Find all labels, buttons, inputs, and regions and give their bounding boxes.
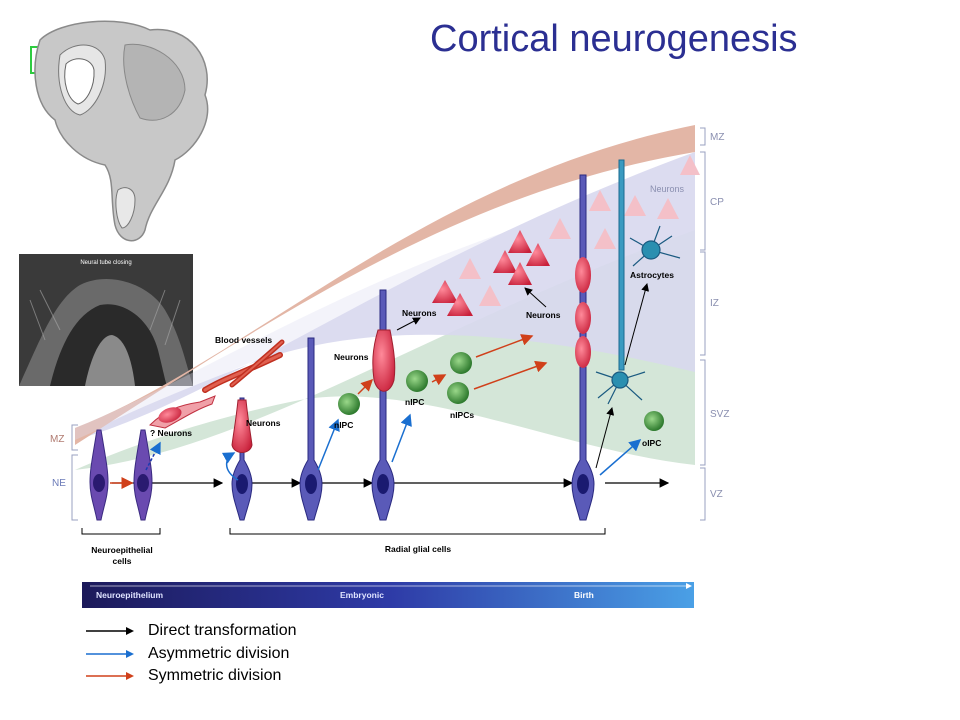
zone-labels-left: MZ NE: [50, 434, 66, 489]
label-oipc: oIPC: [642, 438, 661, 448]
nipc-cell-2: [406, 370, 428, 392]
zone-labels-right: MZ CP IZ SVZ VZ: [710, 132, 729, 500]
arrow-direct-to-cluster: [524, 287, 547, 308]
arrow-asymmetric-rg3: [391, 413, 412, 463]
blood-vessels: [202, 339, 285, 393]
radial-glia-2: [299, 337, 323, 521]
page-title: Cortical neurogenesis: [430, 18, 798, 60]
label-nipc-2: nIPC: [405, 397, 424, 407]
legend-label-symmetric: Symmetric division: [148, 667, 282, 684]
neural-tube-micrograph: Neural tube closing: [19, 254, 193, 386]
zone-vz: VZ: [710, 489, 723, 500]
oipc-cell: [644, 411, 664, 431]
zone-cp: CP: [710, 197, 724, 208]
legend-row-direct: Direct transformation: [86, 621, 297, 641]
bracket-radial-glial: [229, 528, 606, 535]
label-nipcs: nIPCs: [450, 410, 474, 420]
arrow-asymmetric-dashed: [145, 441, 161, 471]
legend-row-symmetric: Symmetric division: [86, 666, 281, 686]
timeline-start: Neuroepithelium: [96, 590, 164, 600]
neurons-cluster: [432, 155, 700, 316]
legend-arrow-red-icon: [86, 672, 134, 680]
arrow-symmetric-nipc2: [431, 374, 447, 386]
timeline-middle: Embryonic: [340, 590, 384, 600]
zone-bracket-left: [71, 424, 78, 521]
radial-glia-1: [231, 397, 253, 521]
arrow-asymmetric-oipc: [599, 439, 642, 476]
cell-labels: ? Neurons Blood vessels Neurons Neurons …: [150, 270, 674, 448]
label-neuroepithelial-2: cells: [113, 556, 132, 566]
legend-row-asymmetric: Asymmetric division: [86, 644, 289, 664]
legend-arrow-black-icon: [86, 627, 134, 635]
radial-glia-4: [571, 174, 595, 521]
legend-arrow-blue-icon: [86, 650, 134, 658]
mz-neuron: [148, 395, 216, 429]
radial-glia-5: [618, 159, 625, 371]
zone-mz-left: MZ: [50, 434, 64, 445]
label-astrocytes: Astrocytes: [630, 270, 674, 280]
arrow-direct-astro: [624, 283, 650, 366]
brain-render-image: [34, 20, 209, 242]
label-neurons-main: Neurons: [402, 308, 437, 318]
astrocyte-upper: [629, 225, 681, 267]
nipc-cell-1: [338, 393, 360, 415]
timeline-end: Birth: [574, 590, 594, 600]
zone-bracket-right: [700, 127, 706, 521]
label-nipc-1: nIPC: [334, 420, 353, 430]
zone-svz: SVZ: [710, 409, 729, 420]
label-radial-glial: Radial glial cells: [385, 544, 451, 554]
label-q-neurons: ? Neurons: [150, 428, 192, 438]
arrow-direct-neuron: [396, 317, 421, 331]
arrow-symmetric-nipcs-2: [473, 360, 548, 390]
legend-label-direct: Direct transformation: [148, 622, 297, 639]
neuroepithelial-cell-2: [133, 429, 153, 521]
neuroepithelial-cell-1: [89, 429, 109, 521]
nipcs-cell-a: [450, 352, 472, 374]
label-neurons-left: Neurons: [246, 418, 281, 428]
astrocyte-lower: [595, 371, 646, 405]
arrow-asymmetric-rg1: [221, 452, 239, 481]
label-neurons-mid: Neurons: [334, 352, 369, 362]
label-blood-vessels: Blood vessels: [215, 335, 272, 345]
label-neurons-cp: Neurons: [650, 184, 685, 194]
micrograph-caption: Neural tube closing: [80, 260, 131, 266]
zone-mz: MZ: [710, 132, 724, 143]
legend-label-asymmetric: Asymmetric division: [148, 645, 290, 662]
arrow-direct-rg-astro: [595, 407, 615, 469]
bracket-neuroepithelial: [81, 528, 161, 535]
arrow-asymmetric-rg2: [317, 418, 340, 471]
zone-ne-left: NE: [52, 478, 66, 489]
arrow-symmetric-nipc1: [357, 378, 374, 395]
nipcs-cell-b: [447, 382, 469, 404]
label-neurons-top: Neurons: [526, 310, 561, 320]
label-neuroepithelial-1: Neuroepithelial: [91, 545, 152, 555]
zone-iz: IZ: [710, 298, 719, 309]
radial-glia-3: [371, 289, 396, 521]
arrow-symmetric-nipcs-1: [475, 334, 534, 358]
